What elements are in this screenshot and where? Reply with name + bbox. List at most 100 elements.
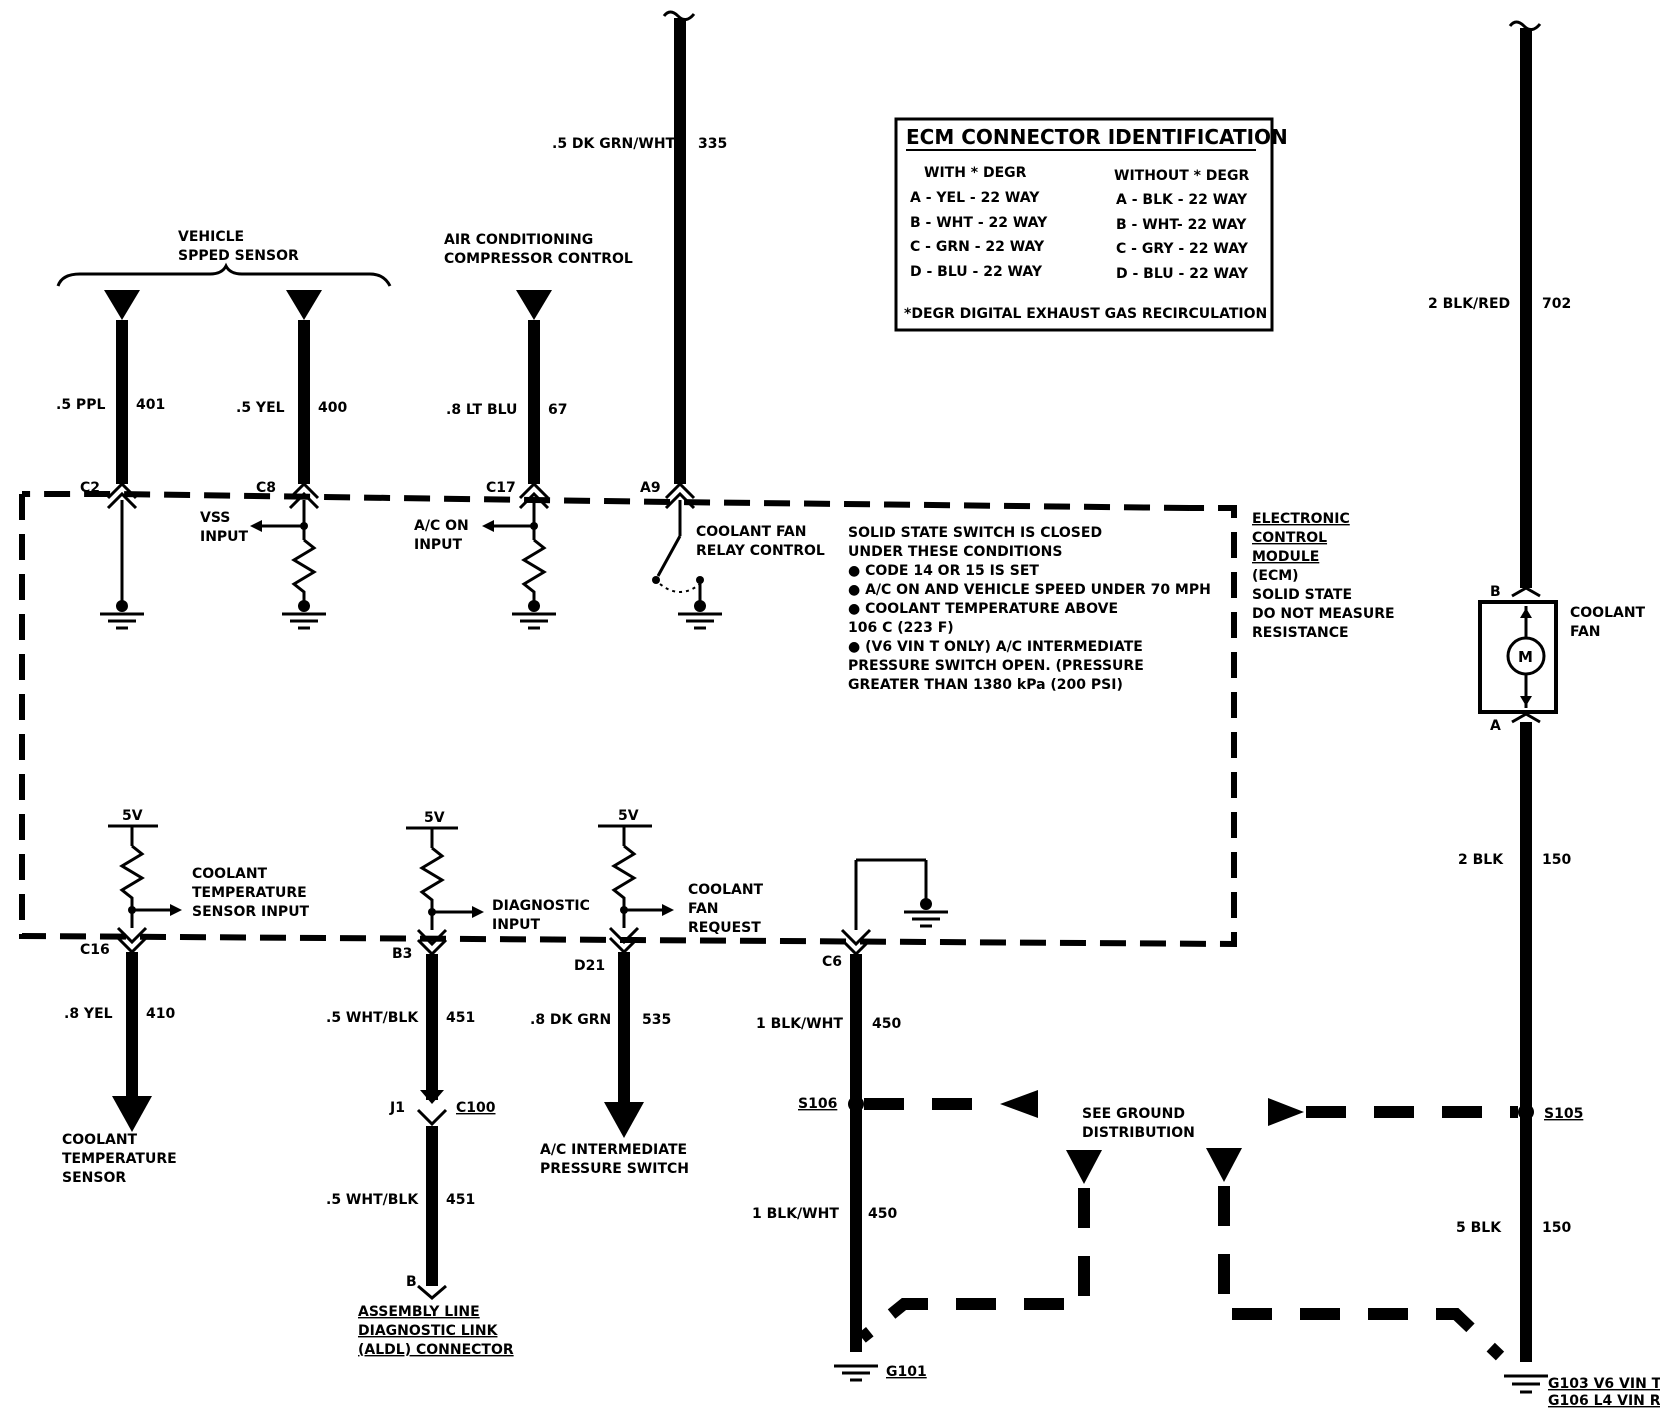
sensor-terminal-icon (516, 290, 552, 320)
ground-distribution-links: SEE GROUND DISTRIBUTION (858, 1090, 1518, 1361)
svg-text:ASSEMBLY LINE: ASSEMBLY LINE (358, 1304, 480, 1320)
svg-text:A/C ON: A/C ON (414, 518, 469, 534)
arrow-icon (662, 904, 674, 916)
resistor-icon (419, 846, 445, 930)
svg-text:535: 535 (642, 1012, 671, 1028)
svg-text:VEHICLE: VEHICLE (178, 229, 244, 245)
svg-text:5 BLK: 5 BLK (1456, 1220, 1502, 1236)
svg-text:5V: 5V (618, 808, 639, 824)
svg-text:SENSOR: SENSOR (62, 1170, 126, 1186)
svg-text:M: M (1518, 648, 1533, 666)
svg-text:451: 451 (446, 1192, 475, 1208)
with-degr-heading: WITH * DEGR (924, 165, 1027, 181)
svg-text:67: 67 (548, 402, 567, 418)
svg-text:SEE GROUND: SEE GROUND (1082, 1106, 1185, 1122)
svg-text:5V: 5V (424, 810, 445, 826)
svg-text:● A/C ON AND VEHICLE SPEED UND: ● A/C ON AND VEHICLE SPEED UNDER 70 MPH (848, 582, 1211, 598)
svg-text:G106 L4 VIN R: G106 L4 VIN R (1548, 1393, 1660, 1408)
with-row: B - WHT - 22 WAY (910, 215, 1048, 231)
svg-text:A/C INTERMEDIATE: A/C INTERMEDIATE (540, 1142, 687, 1158)
svg-text:● (V6 VIN T ONLY) A/C INTERMED: ● (V6 VIN T ONLY) A/C INTERMEDIATE (848, 639, 1143, 655)
svg-text:RELAY CONTROL: RELAY CONTROL (696, 543, 825, 559)
resistor-icon (119, 844, 145, 928)
svg-text:.8 LT BLU: .8 LT BLU (446, 402, 517, 418)
without-row: C - GRY - 22 WAY (1116, 241, 1249, 257)
splice-s105 (1518, 1104, 1534, 1120)
svg-text:A9: A9 (640, 480, 661, 496)
svg-text:DIAGNOSTIC: DIAGNOSTIC (492, 898, 590, 914)
resistor-icon (291, 538, 317, 606)
svg-text:MODULE: MODULE (1252, 549, 1319, 565)
svg-text:TEMPERATURE: TEMPERATURE (62, 1151, 177, 1167)
svg-text:COMPRESSOR CONTROL: COMPRESSOR CONTROL (444, 251, 633, 267)
svg-text:● CODE 14 OR 15 IS SET: ● CODE 14 OR 15 IS SET (848, 563, 1039, 579)
svg-text:451: 451 (446, 1010, 475, 1026)
svg-text:702: 702 (1542, 296, 1571, 312)
ecm-box-title: ECM CONNECTOR IDENTIFICATION (906, 125, 1288, 149)
svg-text:ELECTRONIC: ELECTRONIC (1252, 511, 1350, 527)
svg-text:FAN: FAN (1570, 624, 1601, 640)
sensor-terminal-icon (112, 1096, 152, 1132)
resistor-icon (611, 844, 637, 928)
svg-text:B: B (406, 1274, 417, 1290)
diagnostic-input-circuit: 5V DIAGNOSTIC INPUT B3 .5 WHT/BLK 451 J1… (326, 810, 590, 1358)
svg-text:B3: B3 (392, 946, 412, 962)
svg-text:B: B (1490, 584, 1501, 600)
svg-text:INPUT: INPUT (492, 917, 541, 933)
degr-footnote: *DEGR DIGITAL EXHAUST GAS RECIRCULATION (904, 306, 1267, 322)
svg-text:FAN: FAN (688, 901, 719, 917)
arrow-icon (482, 520, 494, 532)
arrow-icon (250, 520, 262, 532)
arrow-icon (1206, 1148, 1242, 1182)
svg-text:DO NOT MEASURE: DO NOT MEASURE (1252, 606, 1395, 622)
svg-text:2 BLK: 2 BLK (1458, 852, 1504, 868)
svg-text:COOLANT FAN: COOLANT FAN (696, 524, 806, 540)
svg-text:DIAGNOSTIC LINK: DIAGNOSTIC LINK (358, 1323, 499, 1339)
svg-text:C17: C17 (486, 480, 516, 496)
arrow-icon (1066, 1150, 1102, 1184)
svg-text:● COOLANT TEMPERATURE ABOVE: ● COOLANT TEMPERATURE ABOVE (848, 601, 1118, 617)
svg-text:TEMPERATURE: TEMPERATURE (192, 885, 307, 901)
without-row: A - BLK - 22 WAY (1116, 192, 1248, 208)
sensor-terminal-icon (104, 290, 140, 320)
svg-text:PRESSURE SWITCH OPEN. (PRESSUR: PRESSURE SWITCH OPEN. (PRESSURE (848, 658, 1144, 674)
svg-text:.8 YEL: .8 YEL (64, 1006, 113, 1022)
svg-text:SOLID STATE SWITCH IS CLOSED: SOLID STATE SWITCH IS CLOSED (848, 525, 1102, 541)
without-degr-heading: WITHOUT * DEGR (1114, 168, 1249, 184)
coolant-fan-circuit: 2 BLK/RED 702 B M COOLANT FAN A 2 BLK 15… (1428, 20, 1660, 1408)
ecm-boundary (19, 491, 1237, 948)
svg-text:SPPED SENSOR: SPPED SENSOR (178, 248, 299, 264)
svg-text:2 BLK/RED: 2 BLK/RED (1428, 296, 1510, 312)
svg-text:G103 V6 VIN T: G103 V6 VIN T (1548, 1376, 1660, 1392)
svg-text:450: 450 (872, 1016, 901, 1032)
svg-text:400: 400 (318, 400, 347, 416)
arrow-icon (170, 904, 182, 916)
with-row: D - BLU - 22 WAY (910, 264, 1043, 280)
svg-text:PRESSURE SWITCH: PRESSURE SWITCH (540, 1161, 689, 1177)
sensor-terminal-icon (286, 290, 322, 320)
svg-text:A: A (1490, 718, 1501, 734)
svg-text:C8: C8 (256, 480, 276, 496)
svg-text:1 BLK/WHT: 1 BLK/WHT (752, 1206, 839, 1222)
switch-icon (656, 535, 682, 577)
svg-text:REQUEST: REQUEST (688, 920, 761, 936)
svg-text:106 C (223 F): 106 C (223 F) (848, 620, 954, 636)
svg-text:GREATER THAN 1380 kPa (200 PS: GREATER THAN 1380 kPa (200 PSI) (848, 677, 1123, 693)
coolant-temperature-sensor-circuit: 5V COOLANT TEMPERATURE SENSOR INPUT C16 … (62, 808, 310, 1186)
svg-text:5V: 5V (122, 808, 143, 824)
svg-text:.5 DK GRN/WHT: .5 DK GRN/WHT (552, 136, 676, 152)
svg-text:G101: G101 (886, 1364, 927, 1380)
with-row: C - GRN - 22 WAY (910, 239, 1045, 255)
svg-text:410: 410 (146, 1006, 175, 1022)
svg-text:C100: C100 (456, 1100, 496, 1116)
svg-text:.5 PPL: .5 PPL (56, 397, 105, 413)
svg-text:CONTROL: CONTROL (1252, 530, 1327, 546)
svg-text:UNDER THESE CONDITIONS: UNDER THESE CONDITIONS (848, 544, 1062, 560)
svg-text:DISTRIBUTION: DISTRIBUTION (1082, 1125, 1195, 1141)
sensor-terminal-icon (604, 1102, 644, 1138)
svg-text:C2: C2 (80, 480, 100, 496)
without-row: D - BLU - 22 WAY (1116, 266, 1249, 282)
svg-text:335: 335 (698, 136, 727, 152)
svg-text:COOLANT: COOLANT (192, 866, 268, 882)
